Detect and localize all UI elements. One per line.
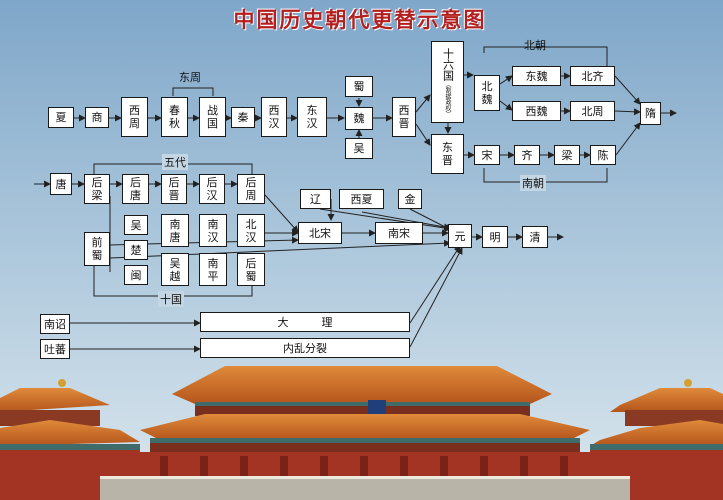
node-liao: 辽 (300, 189, 331, 209)
node-western-wei: 西魏 (512, 101, 561, 121)
node-western-xia: 西夏 (339, 189, 384, 209)
node-sui: 隋 (640, 102, 661, 125)
node-later-tang: 后 唐 (122, 174, 149, 204)
label-northern-dynasties: 北朝 (524, 39, 546, 52)
node-southern-song: 南宋 (375, 222, 423, 244)
label-southern-dynasties: 南朝 (520, 175, 546, 191)
node-western-han: 西 汉 (261, 97, 287, 137)
node-later-zhou: 后 周 (237, 174, 265, 204)
page-title: 中国历史朝代更替示意图 (233, 7, 487, 32)
node-wu: 吴 (345, 138, 373, 159)
node-jin: 金 (398, 189, 422, 209)
node-chu-k: 楚 (124, 240, 148, 260)
node-chen-s: 陈 (590, 145, 616, 165)
node-western-zhou: 西 周 (121, 97, 148, 137)
label-ten-kingdoms: 十国 (158, 291, 184, 307)
label-eastern-zhou: 东周 (179, 71, 201, 84)
node-later-shu: 后 蜀 (237, 253, 265, 286)
node-eastern-wei: 东魏 (512, 66, 561, 86)
node-tang: 唐 (50, 173, 72, 195)
sixteen-kingdoms-label: 十六国 (441, 47, 455, 81)
node-nanping: 南 平 (199, 253, 227, 286)
node-shu: 蜀 (345, 76, 373, 97)
node-northern-qi: 北齐 (570, 66, 615, 86)
right-pavilion (590, 379, 723, 500)
node-qin: 秦 (231, 107, 255, 128)
node-wu-k: 吴 (124, 215, 148, 235)
node-northern-song: 北宋 (298, 222, 342, 244)
node-song-s: 宋 (474, 145, 500, 165)
node-zhanguo: 战 国 (199, 97, 226, 137)
node-ming: 明 (482, 226, 508, 248)
node-eastern-jin: 东 晋 (431, 134, 464, 174)
node-southern-han: 南 汉 (199, 214, 227, 247)
node-later-liang: 后 梁 (84, 174, 110, 204)
node-liang-s: 梁 (554, 145, 580, 165)
node-former-shu: 前 蜀 (84, 232, 110, 266)
node-northern-wei: 北 魏 (474, 75, 500, 111)
node-xia: 夏 (48, 107, 74, 128)
node-later-han: 后 汉 (199, 174, 225, 204)
node-eastern-han: 东 汉 (297, 97, 327, 137)
node-dali: 大 理 (200, 312, 410, 332)
node-nanzhao: 南诏 (40, 314, 70, 334)
left-pavilion (0, 379, 140, 500)
label-five-dynasties: 五代 (162, 154, 188, 170)
node-tubo: 吐蕃 (40, 339, 70, 359)
node-qing: 清 (522, 226, 548, 248)
node-sixteen-kingdoms: 十六国 （割据政权） (431, 41, 464, 123)
node-yuan: 元 (448, 224, 472, 248)
node-min-k: 闽 (124, 265, 148, 285)
node-later-jin: 后 晋 (161, 174, 187, 204)
node-northern-han: 北 汉 (237, 214, 265, 247)
node-shang: 商 (85, 107, 109, 128)
node-northern-zhou: 北周 (570, 101, 615, 121)
node-wei: 魏 (345, 107, 373, 130)
node-internal-split: 内乱分裂 (200, 338, 410, 358)
main-gate-building (100, 366, 630, 500)
node-western-jin: 西 晋 (392, 97, 416, 137)
node-qi-s: 齐 (514, 145, 540, 165)
sixteen-kingdoms-note: （割据政权） (444, 80, 451, 117)
node-chunqiu: 春 秋 (161, 97, 188, 137)
node-wuyue: 吴 越 (161, 253, 189, 286)
node-southern-tang: 南 唐 (161, 214, 189, 247)
